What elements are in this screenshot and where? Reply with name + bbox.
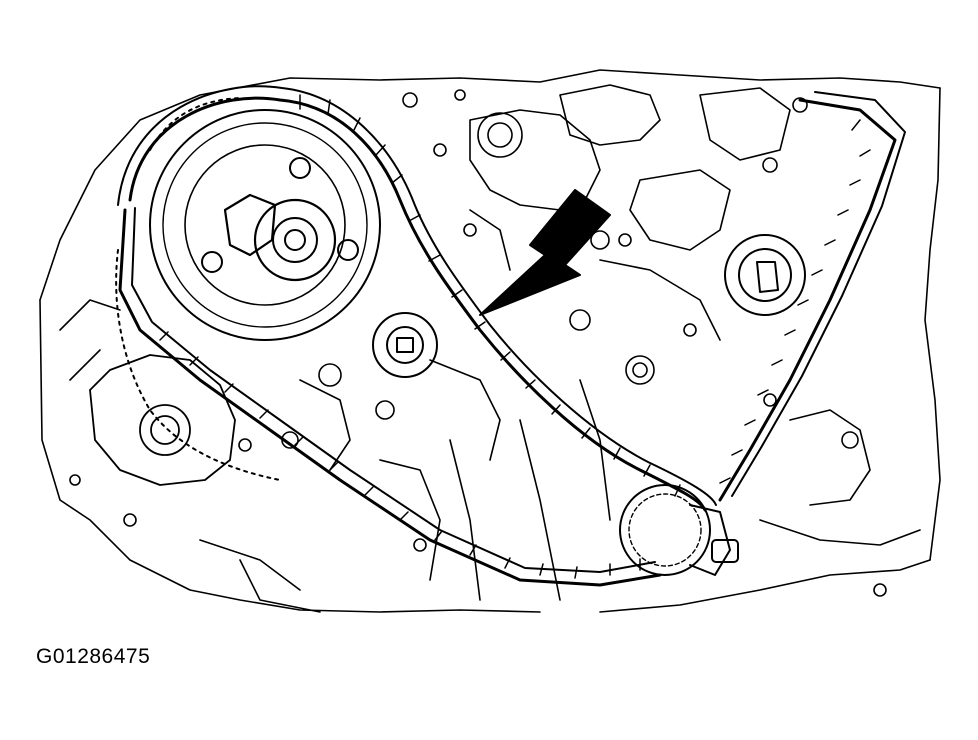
right-sprocket [724,234,806,316]
callout-arrow-icon [479,189,611,316]
engine-block-outline [39,69,941,613]
bolts-and-holes [69,89,887,597]
camshaft-sprocket [149,109,381,341]
idler-pulley [372,312,438,378]
crankshaft-sprocket [619,484,739,576]
timing-chain [115,85,906,587]
chain-tensioner [89,354,236,486]
figure-id-label: G01286475 [36,645,151,668]
